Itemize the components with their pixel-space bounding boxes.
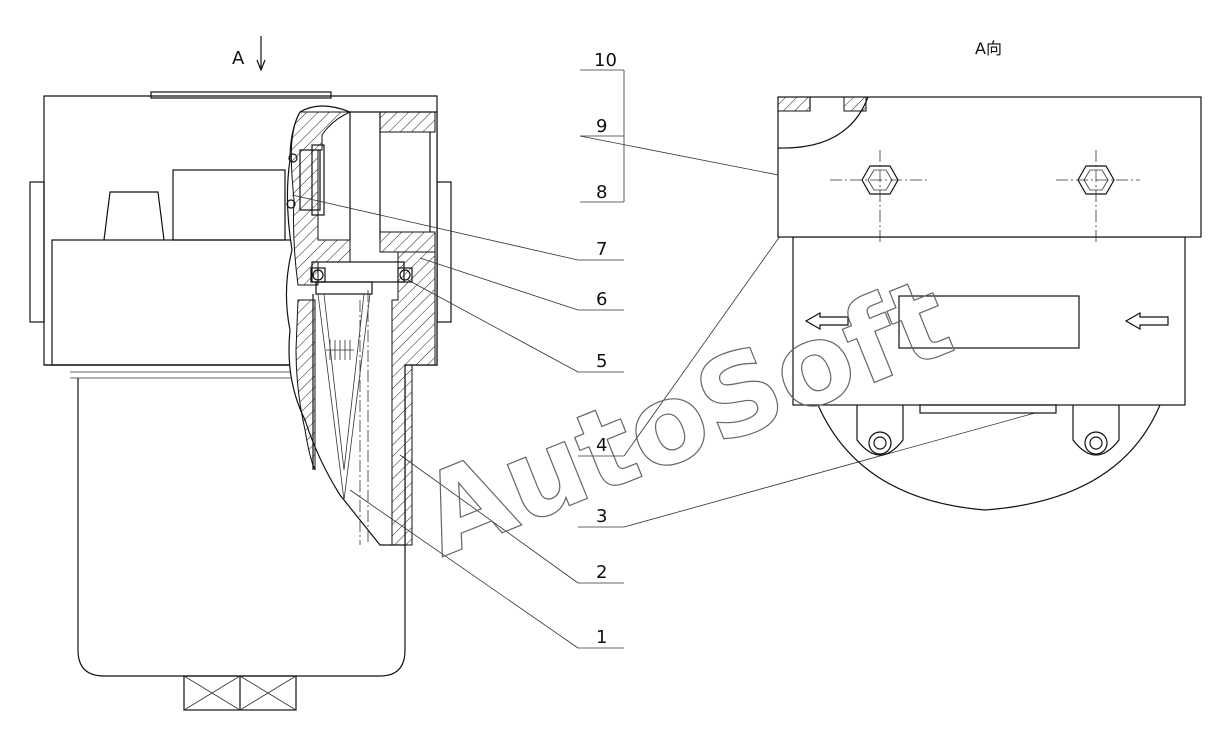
callout-4: 4 bbox=[596, 435, 607, 456]
callout-2: 2 bbox=[596, 562, 607, 583]
right-port-boss bbox=[436, 181, 452, 323]
callout-3: 3 bbox=[596, 506, 607, 527]
flow-arrow-right-icon bbox=[1124, 311, 1169, 331]
down-arrow-icon bbox=[256, 36, 266, 72]
indicator-boss bbox=[103, 191, 165, 241]
seal-right bbox=[397, 267, 413, 283]
o-ring-lower bbox=[286, 199, 296, 209]
element-end-plate bbox=[315, 281, 373, 295]
callout-group: 10 9 8 7 6 5 4 3 2 1 bbox=[291, 50, 1036, 649]
hatch-upper-left-wall bbox=[290, 111, 351, 286]
hex-bolt-left bbox=[830, 150, 930, 242]
callout-1: 1 bbox=[596, 627, 607, 648]
view-a-hatch bbox=[777, 96, 811, 112]
bypass-valve-seat bbox=[299, 149, 321, 211]
left-port-boss bbox=[29, 181, 45, 323]
callout-6: 6 bbox=[596, 289, 607, 310]
section-marker-label: A bbox=[232, 48, 245, 69]
front-section-view: A bbox=[29, 36, 452, 711]
bowl-outline-bottom bbox=[817, 404, 1161, 511]
o-ring-upper bbox=[288, 153, 298, 163]
hatch-right-wall bbox=[391, 251, 436, 546]
view-a-lower-body bbox=[792, 236, 1186, 406]
hatch-mid-right-wall bbox=[379, 231, 436, 253]
hatch-upper-right-wall bbox=[379, 111, 436, 133]
flow-arrow-left-icon bbox=[804, 311, 849, 331]
hatch-left-skirt bbox=[295, 299, 316, 471]
view-a-bottom-tab bbox=[919, 404, 1057, 414]
watermark-text: AutoSoft bbox=[403, 253, 968, 582]
mounting-lug-right bbox=[1072, 405, 1120, 456]
callout-7: 7 bbox=[596, 239, 607, 260]
bypass-spool bbox=[311, 144, 325, 216]
mounting-lug-left bbox=[856, 405, 904, 456]
view-a-title: A向 bbox=[975, 39, 1002, 58]
drain-plug-hex bbox=[183, 675, 297, 711]
bypass-housing bbox=[172, 169, 286, 241]
view-a: A向 bbox=[777, 39, 1202, 511]
view-a-upper-head bbox=[777, 96, 1202, 238]
view-a-hatch-2 bbox=[843, 96, 867, 112]
top-flange-plate bbox=[150, 91, 332, 99]
hex-bolt-right bbox=[1056, 150, 1140, 242]
filter-element-pleats bbox=[317, 293, 371, 501]
element-mesh-mark bbox=[326, 340, 354, 360]
nameplate bbox=[898, 295, 1080, 349]
lower-head-band bbox=[51, 239, 303, 366]
callout-5: 5 bbox=[596, 351, 607, 372]
callout-8: 8 bbox=[596, 182, 607, 203]
callout-10: 10 bbox=[594, 50, 617, 71]
callout-9: 9 bbox=[596, 116, 607, 137]
